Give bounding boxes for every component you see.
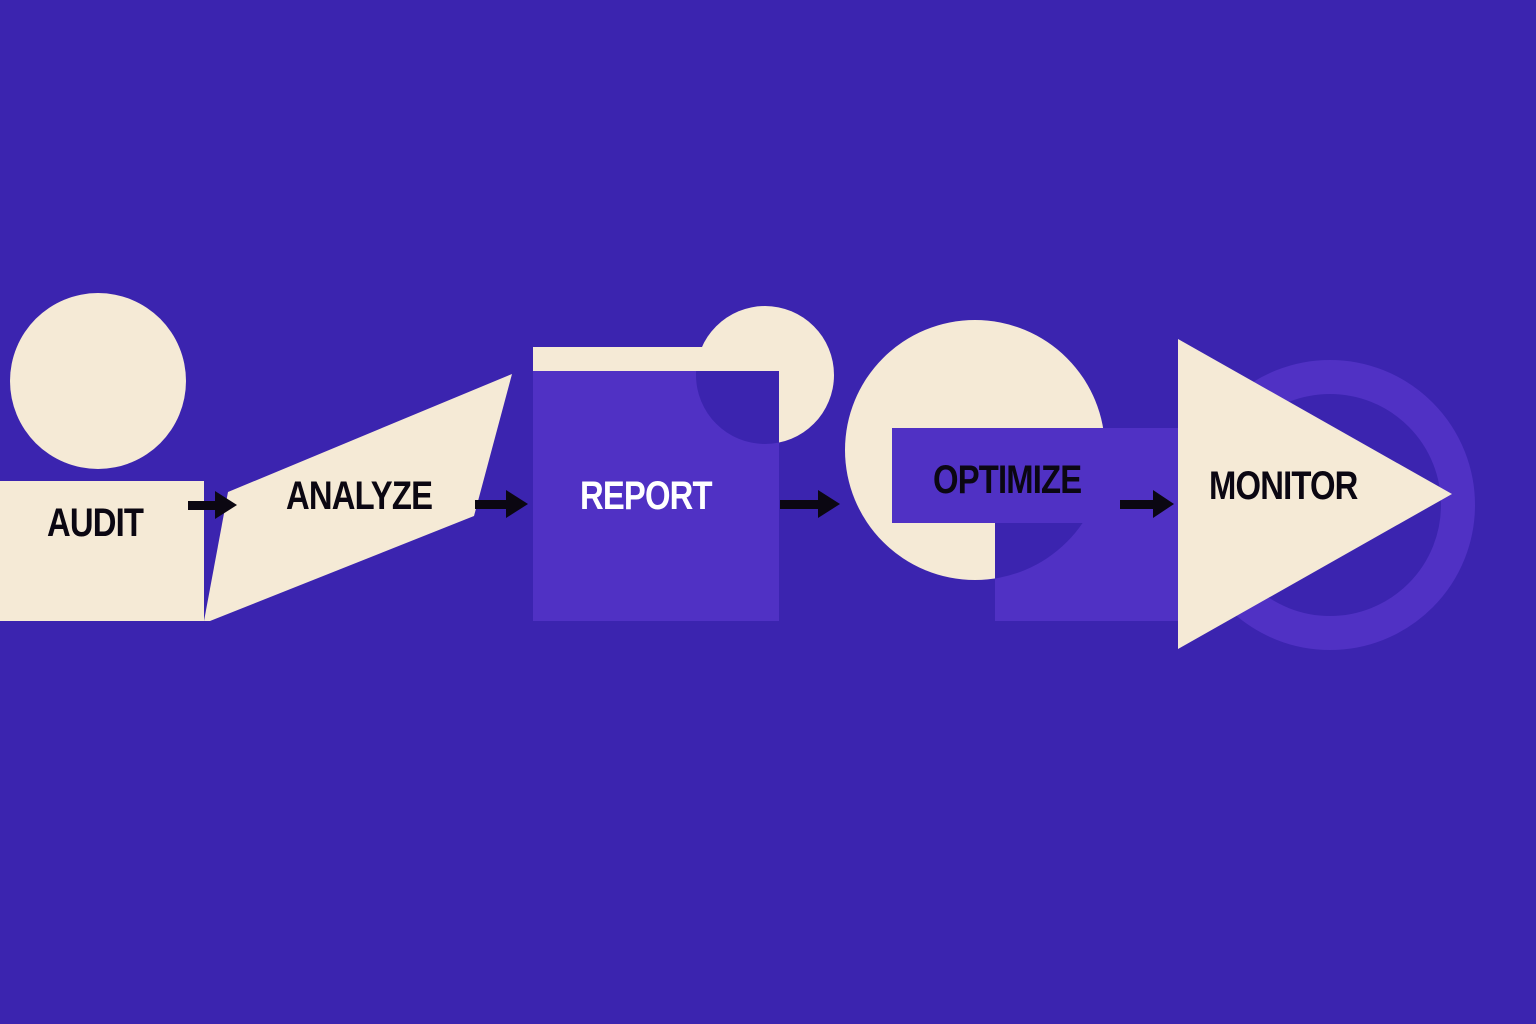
report-step-shapes	[533, 306, 834, 621]
arrow-right-icon	[188, 491, 237, 519]
arrow-right-icon	[780, 490, 840, 518]
arrow-right-icon	[475, 490, 528, 518]
audit-box	[0, 481, 204, 621]
step-label-audit: AUDIT	[47, 501, 144, 545]
flow-arrows	[188, 490, 1174, 519]
step-label-analyze: ANALYZE	[286, 474, 433, 518]
step-label-monitor: MONITOR	[1209, 464, 1358, 508]
audit-circle	[10, 293, 186, 469]
audit-step-shapes	[0, 293, 204, 621]
analyze-parallelogram	[204, 374, 512, 621]
arrow-right-icon	[1120, 490, 1174, 518]
step-label-optimize: OPTIMIZE	[933, 458, 1082, 502]
monitor-step-shapes	[1178, 339, 1475, 650]
step-label-report: REPORT	[580, 474, 713, 518]
monitor-triangle	[1178, 339, 1452, 649]
